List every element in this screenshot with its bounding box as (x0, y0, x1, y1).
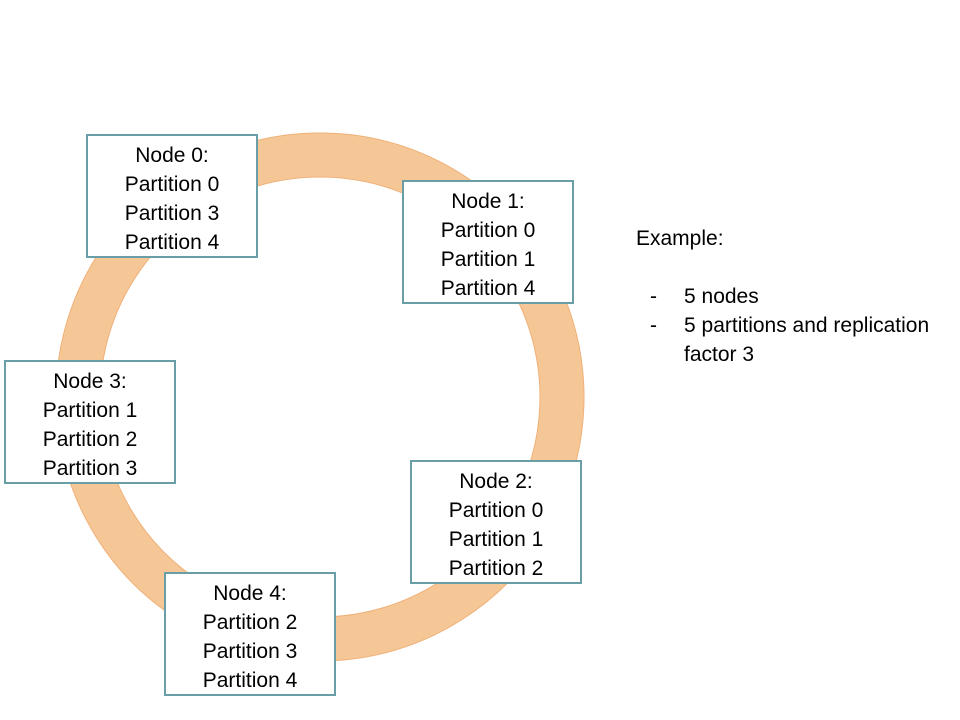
node-partition: Partition 0 (440, 219, 536, 242)
node-partition: Partition 1 (440, 248, 536, 271)
example-legend: Example: - 5 nodes - 5 partitions and re… (636, 224, 936, 369)
node-title: Node 2: (459, 470, 533, 493)
bullet-dash: - (650, 314, 657, 337)
node-partition: Partition 4 (440, 277, 536, 300)
node-title: Node 4: (213, 582, 287, 605)
node-title: Node 1: (451, 190, 525, 213)
node-4-box: Node 4: Partition 2 Partition 3 Partitio… (164, 572, 336, 696)
node-3-box: Node 3: Partition 1 Partition 2 Partitio… (4, 360, 176, 484)
node-partition: Partition 3 (202, 640, 298, 663)
node-partition: Partition 2 (42, 428, 138, 451)
node-partition: Partition 1 (42, 399, 138, 422)
legend-title: Example: (636, 227, 724, 250)
legend-item-text: 5 nodes (684, 285, 759, 308)
node-1-box: Node 1: Partition 0 Partition 1 Partitio… (402, 180, 574, 304)
node-title: Node 3: (53, 370, 127, 393)
legend-item: - 5 partitions and replication factor 3 (636, 311, 936, 369)
node-partition: Partition 1 (448, 528, 544, 551)
legend-item: - 5 nodes (636, 282, 936, 311)
bullet-dash: - (650, 285, 657, 308)
node-partition: Partition 4 (202, 669, 298, 692)
node-0-box: Node 0: Partition 0 Partition 3 Partitio… (86, 134, 258, 258)
node-2-box: Node 2: Partition 0 Partition 1 Partitio… (410, 460, 582, 584)
node-partition: Partition 3 (124, 202, 220, 225)
node-partition: Partition 0 (124, 173, 220, 196)
node-title: Node 0: (135, 144, 209, 167)
legend-item-text: 5 partitions and replication factor 3 (684, 314, 930, 366)
node-partition: Partition 2 (202, 611, 298, 634)
node-partition: Partition 2 (448, 557, 544, 580)
node-partition: Partition 4 (124, 231, 220, 254)
node-partition: Partition 0 (448, 499, 544, 522)
node-partition: Partition 3 (42, 457, 138, 480)
